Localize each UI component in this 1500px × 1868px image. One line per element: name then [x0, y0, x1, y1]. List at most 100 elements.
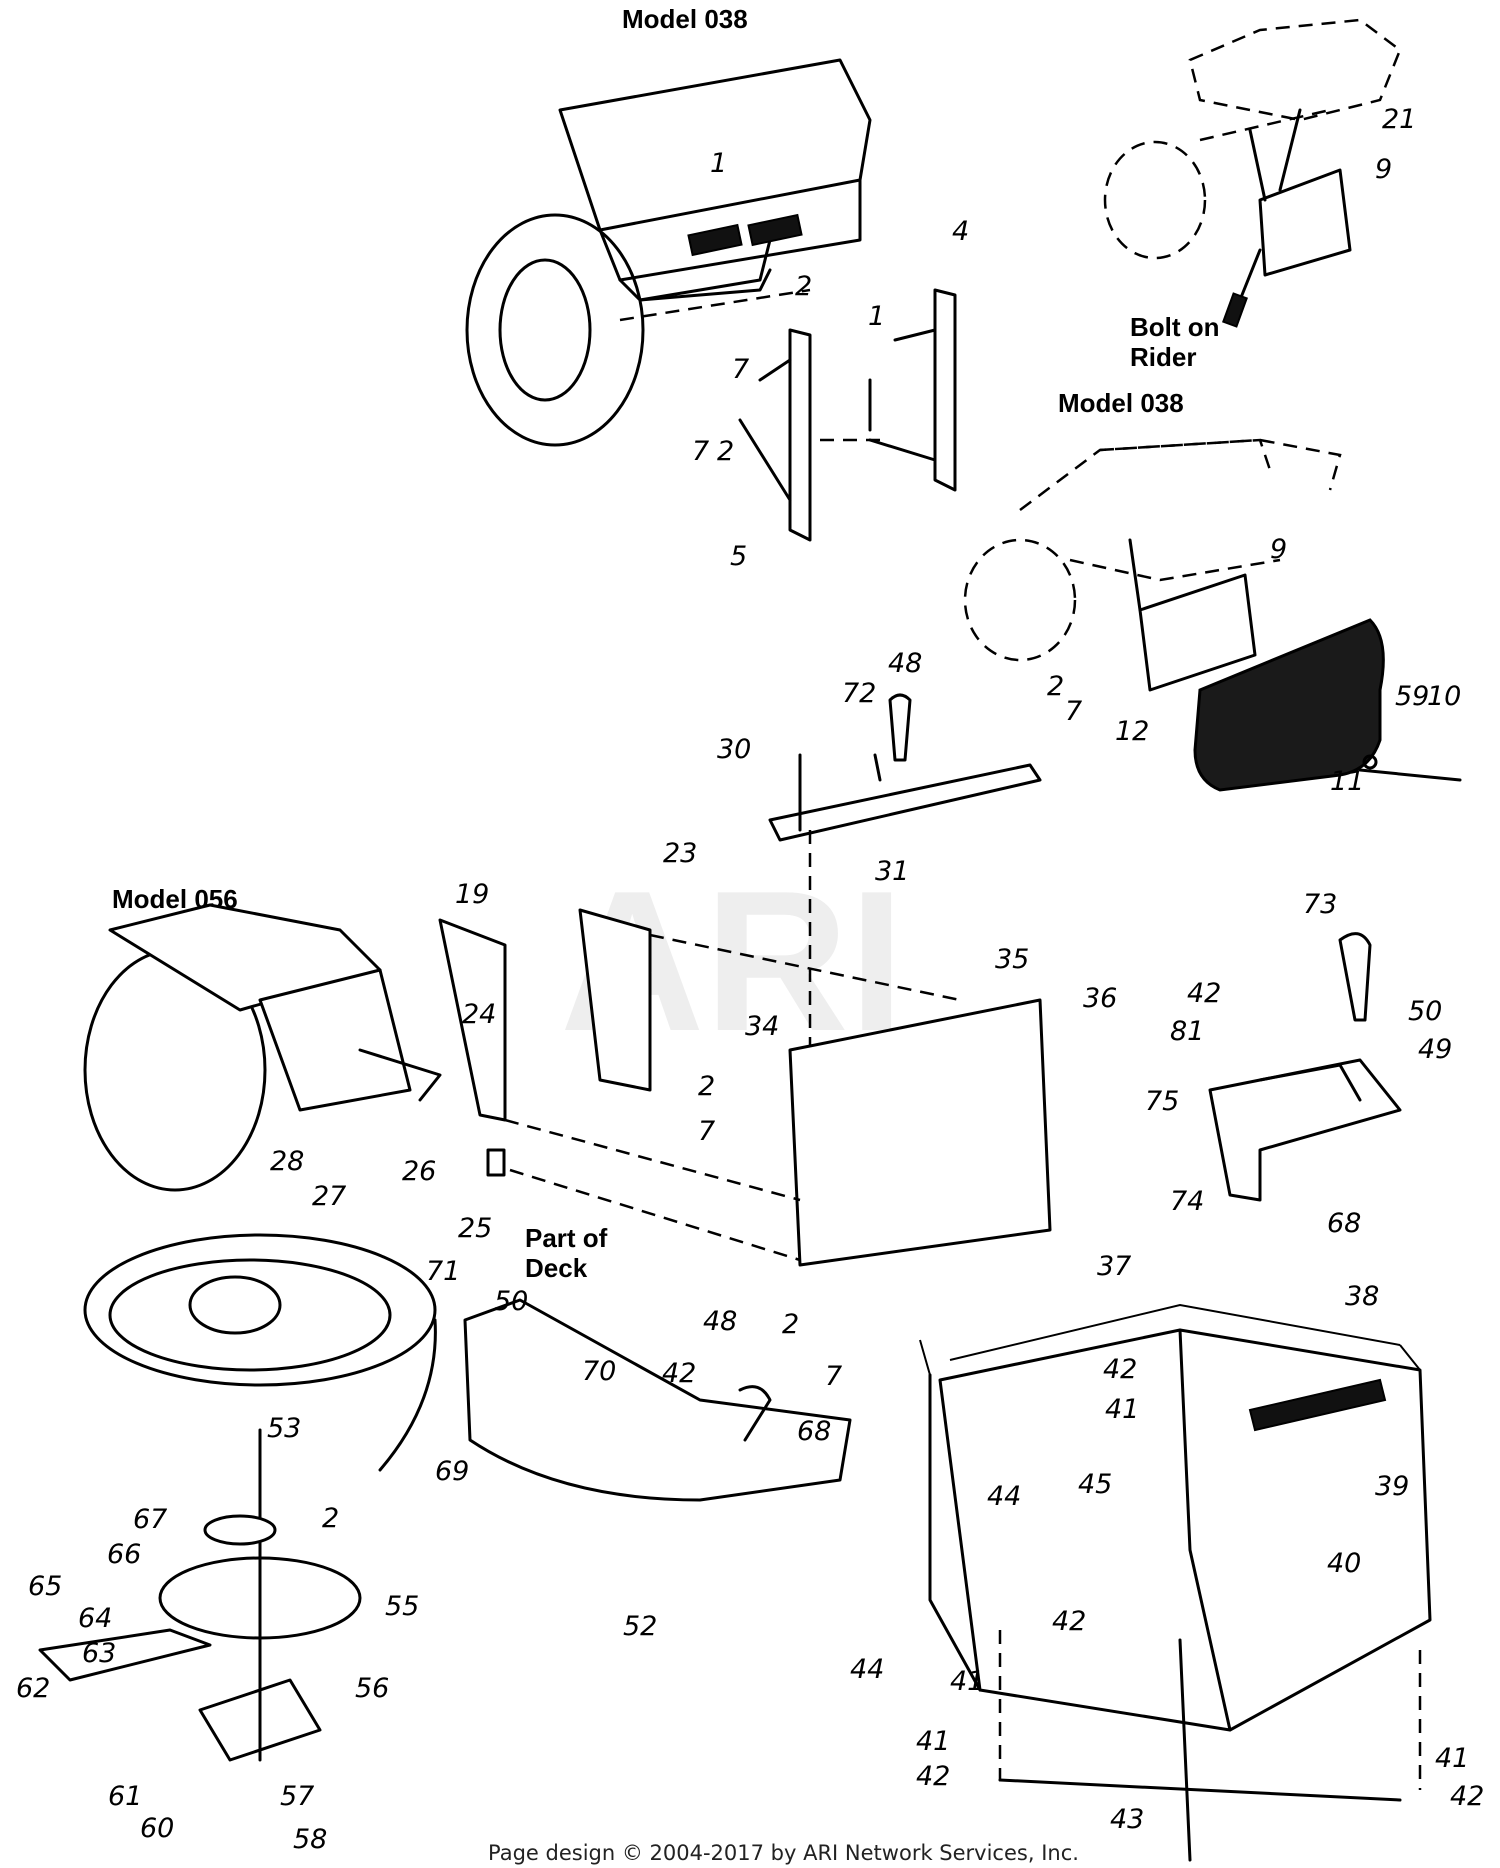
callout-48: 48: [888, 648, 922, 679]
bagger-frame: [919, 1303, 1432, 1862]
callout-1: 1: [710, 148, 727, 179]
bracket-4: [933, 288, 957, 492]
callout-73: 73: [1303, 889, 1337, 920]
seat-fender: [558, 58, 872, 232]
bolt-on-line1: Bolt on: [1130, 312, 1220, 342]
plate-35: [788, 998, 1052, 1267]
rear-hub: [498, 258, 592, 402]
callout-28: 28: [270, 1146, 304, 1177]
callout-65: 65: [28, 1571, 62, 1602]
callouts-056: 23 19 35 34 36 24 2 7 28 27 26 25: [270, 838, 1117, 1244]
callout-42: 42: [1103, 1354, 1137, 1385]
callout-38: 38: [1345, 1281, 1379, 1312]
callout-42: 42: [662, 1358, 696, 1389]
callout-61: 61: [108, 1781, 142, 1812]
callouts-rod: 48 72 30 31: [717, 648, 922, 887]
callout-71: 71: [426, 1256, 460, 1287]
callout-55: 55: [385, 1591, 419, 1622]
callout-30: 30: [717, 734, 751, 765]
pin-73: [1338, 932, 1372, 1022]
plate-9: [1258, 168, 1352, 277]
callout-49: 49: [1418, 1034, 1452, 1065]
model-038-top-label: Model 038: [622, 4, 748, 34]
callout-72: 72: [842, 678, 876, 709]
callout-27: 27: [312, 1181, 346, 1212]
callout-42: 42: [1187, 978, 1221, 1009]
callout-58: 58: [293, 1824, 327, 1855]
callout-68: 68: [797, 1416, 831, 1447]
callout-2: 2: [698, 1071, 715, 1102]
callout-39: 39: [1375, 1471, 1409, 1502]
callout-9: 9: [1375, 154, 1392, 185]
callout-12: 12: [1115, 716, 1149, 747]
callout-75: 75: [1145, 1086, 1179, 1117]
seat-056: [108, 903, 382, 1012]
plate-9-mid: [1138, 573, 1257, 692]
callout-57: 57: [280, 1781, 314, 1812]
callout-26: 26: [402, 1156, 436, 1187]
bolt-on-line2: Rider: [1130, 342, 1196, 372]
rider-sketch-top-right: [1103, 18, 1402, 328]
callout-37: 37: [1097, 1251, 1131, 1282]
callout-31: 31: [875, 856, 909, 887]
callout-7: 7: [825, 1361, 842, 1392]
spindle-67: [203, 1514, 277, 1546]
deck-pulley: [188, 1275, 282, 1335]
callout-42: 42: [1450, 1781, 1484, 1812]
callout-43: 43: [1110, 1804, 1144, 1835]
mower-deck: [83, 1233, 852, 1502]
callout-2: 2: [322, 1503, 339, 1534]
callout-40: 40: [1327, 1548, 1361, 1579]
callout-36: 36: [1083, 983, 1117, 1014]
callout-41: 41: [1105, 1394, 1139, 1425]
callout-21: 21: [1382, 104, 1416, 135]
pin-48: [888, 693, 912, 762]
callout-63: 63: [82, 1638, 116, 1669]
deck-shell: [83, 1233, 437, 1387]
copyright-footer: Page design © 2004-2017 by ARI Network S…: [488, 1841, 1079, 1865]
tractor-rear-038-top: [465, 58, 872, 447]
callout-7: 7: [732, 354, 749, 385]
callout-42: 42: [1052, 1606, 1086, 1637]
part-of-line1: Part of: [525, 1223, 608, 1253]
rod-31: [768, 763, 1042, 842]
callout-50: 50: [494, 1286, 528, 1317]
callout-2: 2: [795, 271, 812, 302]
callout-41: 41: [916, 1726, 950, 1757]
callout-70: 70: [582, 1356, 616, 1387]
callout-44: 44: [850, 1654, 884, 1685]
weight-12: [1193, 618, 1385, 792]
callout-5: 5: [730, 541, 747, 572]
callout-81: 81: [1170, 1016, 1204, 1047]
callout-19: 19: [455, 879, 489, 910]
hitch-brackets-038: [619, 288, 957, 542]
callout-59: 59: [1395, 681, 1429, 712]
blade-assembly: [38, 1428, 362, 1762]
part-of-line2: Deck: [525, 1253, 588, 1283]
callout-44: 44: [987, 1481, 1021, 1512]
callout-50: 50: [1408, 996, 1442, 1027]
callout-68: 68: [1327, 1208, 1361, 1239]
bracket-23: [578, 908, 652, 1092]
blade-62: [38, 1628, 212, 1682]
callout-2: 2: [1047, 671, 1064, 702]
callouts-bagger: 37 38 42 41 45 39 44 40 44 42 41 41 42 4…: [850, 1251, 1484, 1835]
rod-assembly: [768, 693, 1042, 1060]
callout-9: 9: [1270, 534, 1287, 565]
callout-41: 41: [950, 1666, 984, 1697]
callout-34: 34: [745, 1011, 779, 1042]
callout-69: 69: [435, 1456, 469, 1487]
tractor-038-weight: [963, 438, 1462, 792]
rear-tire: [465, 213, 645, 447]
callout-56: 56: [355, 1673, 389, 1704]
callout-41: 41: [1435, 1743, 1469, 1774]
deflector-plate: [1208, 1058, 1402, 1202]
callout-1: 1: [868, 301, 885, 332]
callout-7: 7: [692, 436, 709, 467]
callouts-038-mid: 9 2 7 12 59 10 11: [1047, 534, 1461, 797]
callout-25: 25: [458, 1213, 492, 1244]
callout-7: 7: [1065, 696, 1082, 727]
callouts-top-right: 21 9: [1375, 104, 1416, 185]
callout-7: 7: [698, 1116, 715, 1147]
callout-64: 64: [78, 1603, 112, 1634]
